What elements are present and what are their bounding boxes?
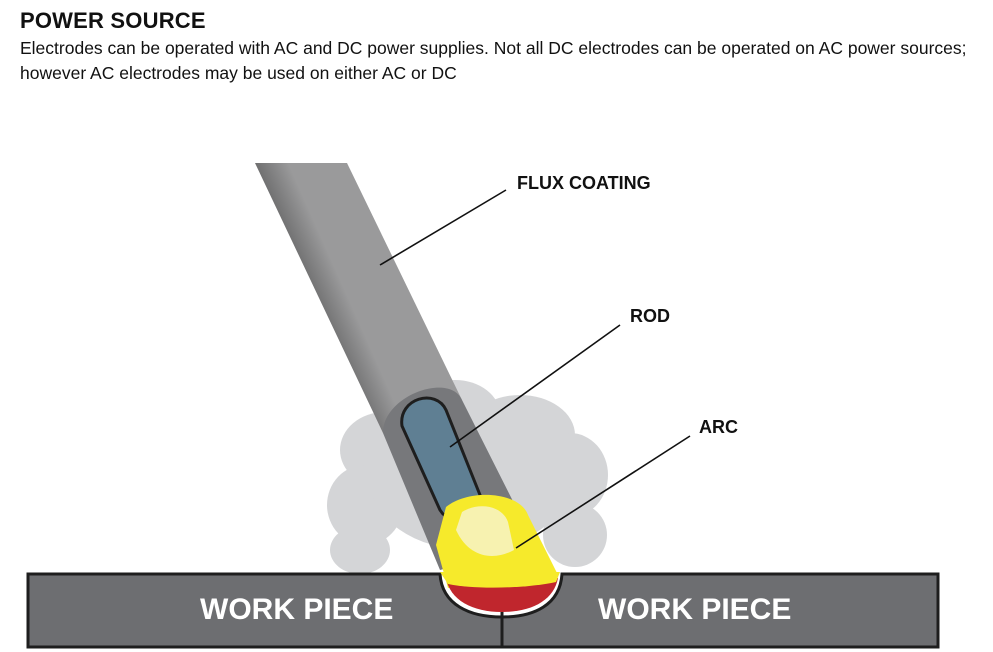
arc-lower [440, 572, 560, 588]
work-piece-left-label: WORK PIECE [200, 593, 393, 626]
section-description: Electrodes can be operated with AC and D… [20, 38, 967, 83]
flux-coating-leader [379, 189, 507, 266]
work-piece-right-label: WORK PIECE [598, 593, 791, 626]
arc-leader [515, 435, 691, 549]
flux-coating [255, 163, 462, 433]
arc-label: ARC [699, 417, 738, 437]
flux-coating-label: FLUX COATING [517, 173, 651, 193]
section-title: POWER SOURCE [20, 8, 206, 33]
arc-glow [456, 506, 514, 556]
rod-leader [449, 324, 621, 448]
rod-label: ROD [630, 306, 670, 326]
